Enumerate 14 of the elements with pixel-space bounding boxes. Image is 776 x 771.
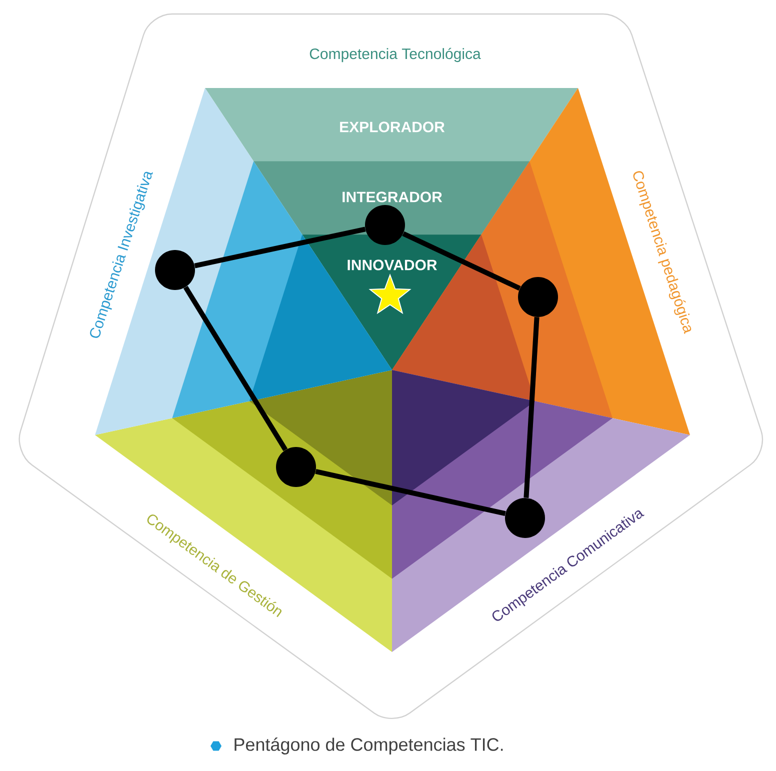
dot [276,447,316,487]
connector-line [402,231,521,291]
level-label: INNOVADOR [348,260,437,270]
dot [505,498,545,538]
connector-line [315,468,506,516]
competency-label: Competencia Tecnológica [310,48,481,62]
caption: Pentágono de Competencias TIC. [234,738,503,754]
level-label: EXPLORADOR [340,122,445,132]
connector-line [183,286,288,452]
connector-line [194,226,366,268]
dot [365,205,405,245]
connector-line [524,317,540,498]
dot [155,250,195,290]
dot [518,277,558,317]
